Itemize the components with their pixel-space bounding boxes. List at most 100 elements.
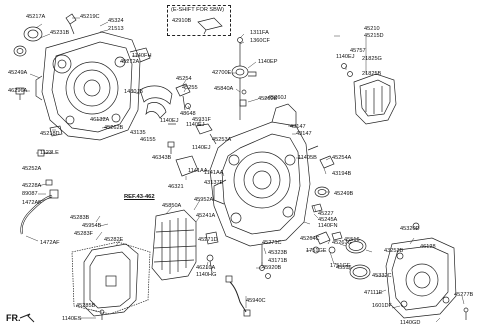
part-number-label: 1430JB <box>124 89 143 95</box>
part-number-label: 45218D <box>40 131 60 137</box>
part-number-label: 42700E <box>212 70 232 76</box>
part-number-label: 45952A <box>194 197 214 203</box>
part-number-label: 46155 <box>140 137 156 143</box>
part-number-label: 1140EJ <box>186 122 205 128</box>
part-number-label: 45324 <box>108 18 124 24</box>
part-number-label: 43253B <box>384 248 404 254</box>
part-number-label: 45241A <box>196 213 216 219</box>
seal-45249a <box>13 45 27 57</box>
part-number-label: 45320D <box>400 226 420 232</box>
part-number-label: 45217A <box>26 14 46 20</box>
part-number-label: 45757 <box>350 48 366 54</box>
part-number-label: 45228A <box>22 183 42 189</box>
part-number-label: 43194B <box>332 171 352 177</box>
part-number-label: 45262B <box>104 125 124 131</box>
part-number-label: 1751GE <box>306 248 327 254</box>
part-number-label: 45516 <box>336 265 352 271</box>
part-number-label: 45285B <box>76 303 96 309</box>
valve-body-45210 <box>353 73 397 125</box>
part-number-label: 1601DF <box>372 303 392 309</box>
part-number-label: 45264C <box>300 236 320 242</box>
rear-cover <box>385 237 457 319</box>
fr-arrow-icon <box>19 313 35 323</box>
part-number-label: 45840A <box>214 86 234 92</box>
part-number-label: 45954B <box>82 223 102 229</box>
oil-pan <box>83 243 139 317</box>
part-number-label: 1472AF <box>40 240 60 246</box>
part-number-label: 45249B <box>334 191 354 197</box>
part-number-label: 11405B <box>298 155 317 161</box>
part-number-label: 45332C <box>372 273 392 279</box>
e-shift-module <box>197 17 223 31</box>
part-number-label: 46210A <box>196 265 216 271</box>
part-number-label: 43147 <box>290 124 306 130</box>
speed-sensor-wire <box>229 281 247 313</box>
part-number-label: 1311FA <box>250 30 269 36</box>
part-number-label: 46296A <box>8 88 28 94</box>
part-number-label: 1140EP <box>258 59 278 65</box>
part-number-label: 21825B <box>362 71 382 77</box>
part-number-label: 21825G <box>362 56 382 62</box>
part-number-label: 45249A <box>8 70 28 76</box>
part-number-label: 45245A <box>318 217 338 223</box>
sensor-46321 <box>175 155 199 177</box>
part-number-label: 45255 <box>182 85 198 91</box>
part-number-label: 43171B <box>268 258 288 264</box>
part-number-label: 1140EJ <box>192 145 211 151</box>
actuator-42700e <box>231 65 249 79</box>
part-number-label: 46128 <box>420 244 436 250</box>
part-number-label: 45262B <box>258 96 278 102</box>
part-number-label: 45272A <box>120 59 140 65</box>
ring-45516-lower <box>349 264 371 280</box>
part-number-label: 45282E <box>104 237 124 243</box>
part-number-label: 43147 <box>296 131 312 137</box>
baffle-plate <box>139 85 173 105</box>
part-number-label: 45254 <box>176 76 192 82</box>
part-number-label: 45516 <box>344 237 360 243</box>
part-number-label: 45283F <box>74 231 93 237</box>
oil-pan-gasket <box>71 241 151 315</box>
part-number-label: 45227 <box>318 211 334 217</box>
e-shift-box-title: (E-SHIFT FOR SBW) <box>171 7 225 13</box>
part-number-label: 1123LE <box>40 150 59 156</box>
part-number-label: 45210 <box>364 26 380 32</box>
part-number-label: 45277B <box>454 292 474 298</box>
front-case-housing <box>41 31 141 141</box>
part-number-label: 45850A <box>162 203 182 209</box>
part-number-label: 45267G <box>332 240 352 246</box>
orientation-marker: FR. <box>6 313 21 323</box>
part-number-label: 1472AF <box>22 200 42 206</box>
part-number-label: 1141AA <box>204 170 224 176</box>
part-number-label: 45215D <box>364 33 384 39</box>
part-label-42910b: 42910B <box>172 18 192 24</box>
part-number-label: 1140EJ <box>336 54 355 60</box>
oil-seal-45217a <box>23 26 43 42</box>
part-number-label: 45271C <box>262 240 282 246</box>
part-number-label: 45931F <box>192 117 211 123</box>
part-number-label: 45254A <box>332 155 352 161</box>
part-number-label: 1140GD <box>400 320 421 326</box>
part-number-label: 1140FN <box>318 223 338 229</box>
part-number-label: 45252A <box>22 166 42 172</box>
reference-link[interactable]: REF.43-462 <box>124 194 155 200</box>
part-number-label: 45260J <box>268 95 287 101</box>
part-number-label: 1140EJ <box>160 118 179 124</box>
e-shift-box <box>167 5 231 36</box>
part-number-label: 21513 <box>108 26 124 32</box>
part-number-label: 1751GE <box>330 263 351 269</box>
part-number-label: 47111E <box>364 290 383 296</box>
valve-body-lower <box>151 209 197 281</box>
part-number-label: 46321 <box>168 184 184 190</box>
part-number-label: 46343B <box>152 155 172 161</box>
part-number-label: 45920B <box>262 265 282 271</box>
part-number-label: 45271D <box>198 237 218 243</box>
part-number-label: 1360CF <box>250 38 270 44</box>
part-number-label: 1141AA <box>188 168 208 174</box>
part-number-label: 45940C <box>246 298 266 304</box>
part-number-label: 45219C <box>80 14 100 20</box>
part-number-label: 1140ES <box>62 316 82 322</box>
part-number-label: 46132A <box>90 117 110 123</box>
part-number-label: 45323B <box>268 250 288 256</box>
